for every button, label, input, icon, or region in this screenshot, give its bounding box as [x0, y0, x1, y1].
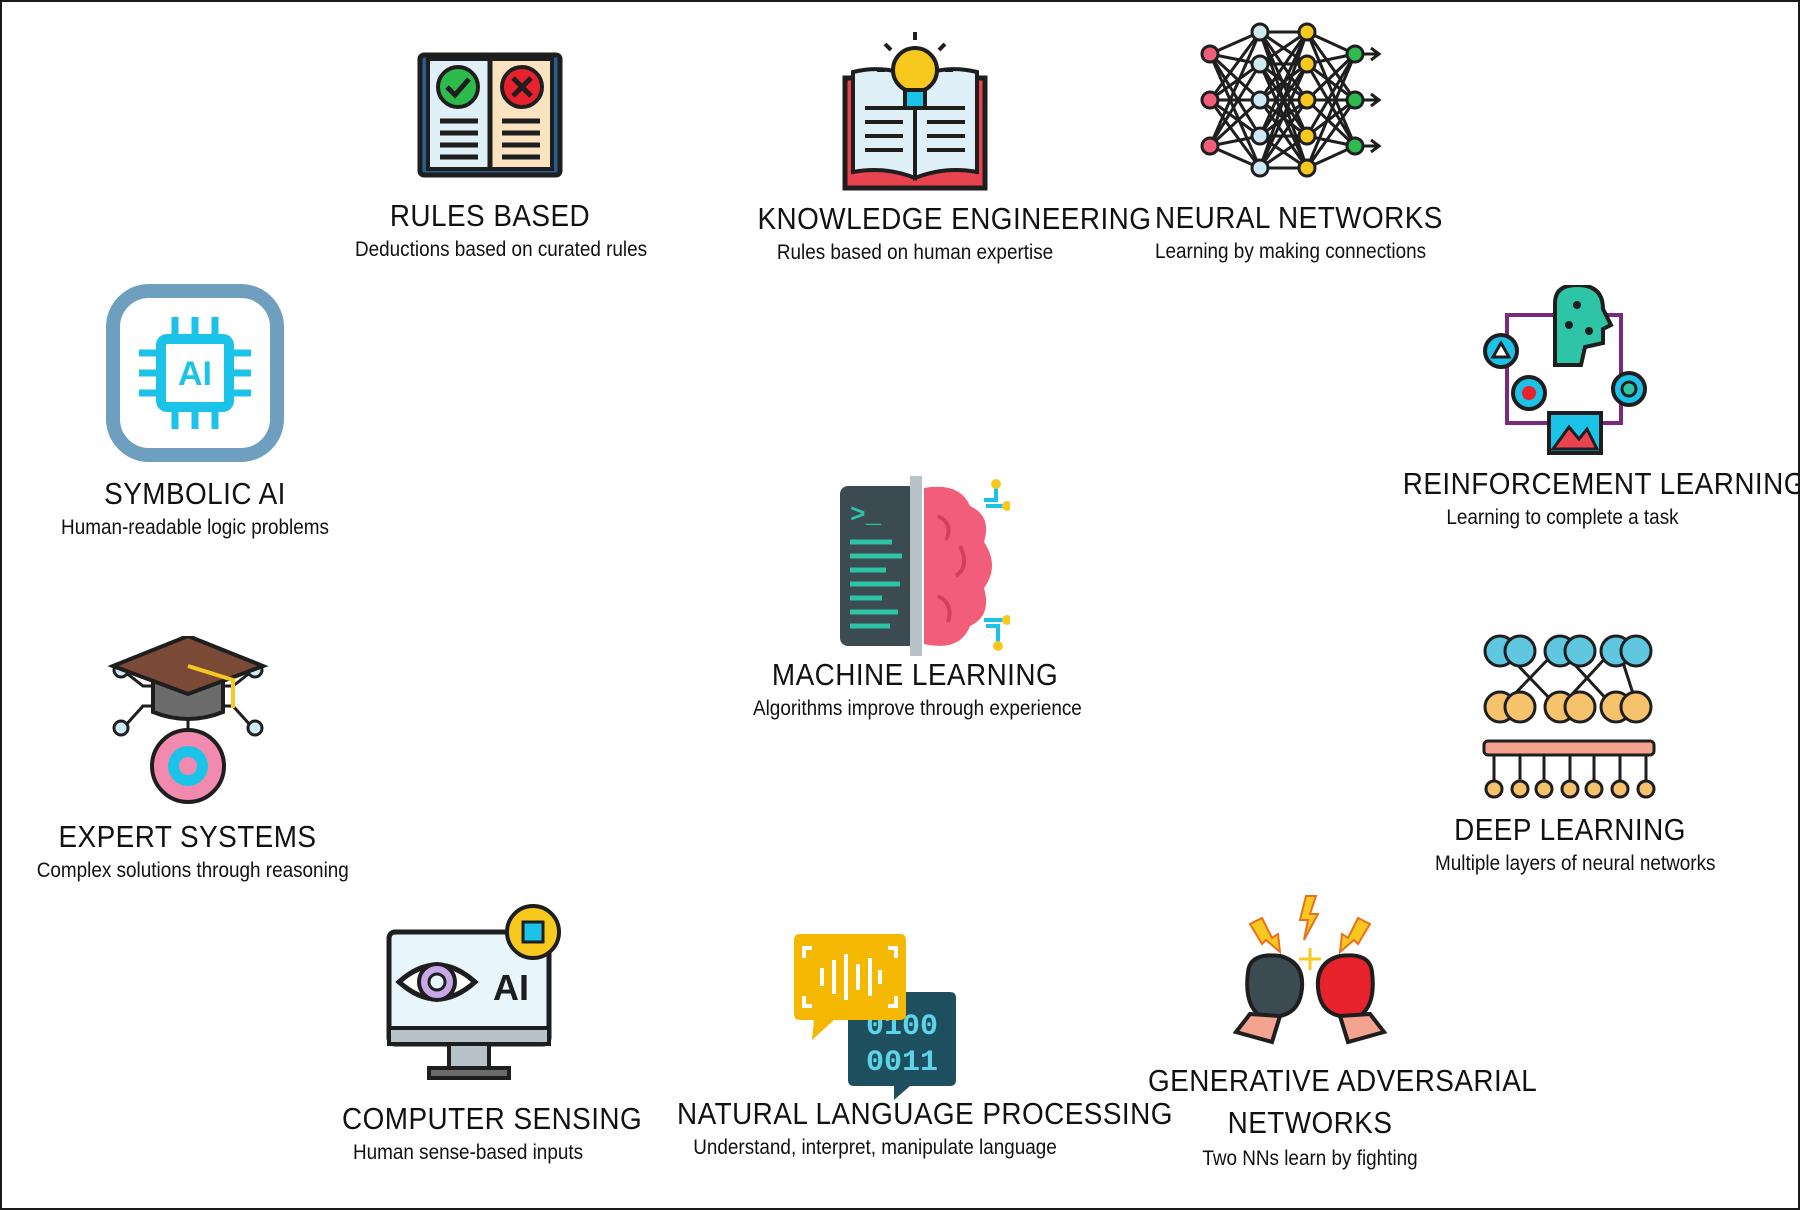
- nn-connection: [1305, 99, 1357, 169]
- nn-connection: [1209, 98, 1261, 138]
- node-title: NATURAL LANGUAGE PROCESSING: [677, 1096, 1173, 1131]
- nn-connection: [1258, 99, 1309, 169]
- nn-connection: [1306, 62, 1356, 102]
- node-title: SYMBOLIC AI: [104, 476, 286, 511]
- nn-node: [1345, 44, 1365, 64]
- node-title: RULES BASED: [389, 198, 591, 233]
- node-computer-sensing: AI COMPUTER SENSING Human sense-based in…: [328, 904, 643, 1168]
- node-description: Two NNs learn by fighting: [1202, 1147, 1418, 1170]
- head-cycle-icon: [1482, 285, 1647, 455]
- node-knowledge-engineering: KNOWLEDGE ENGINEERING Rules based on hum…: [740, 28, 1152, 268]
- nn-node: [1345, 136, 1365, 156]
- nn-connection: [1208, 53, 1262, 137]
- nn-connection: [1208, 53, 1262, 169]
- nn-node: [1200, 44, 1220, 64]
- node-description: Human sense-based inputs: [352, 1141, 584, 1164]
- nn-connection: [1306, 98, 1356, 138]
- node-expert-systems: EXPERT SYSTEMS Complex solutions through…: [20, 636, 355, 886]
- nn-node: [1200, 90, 1220, 110]
- nn-connection: [1258, 31, 1309, 137]
- nn-node: [1297, 158, 1317, 178]
- nn-connection: [1305, 98, 1357, 148]
- node-description: Understand, interpret, manipulate langua…: [693, 1136, 1057, 1159]
- neural-network-icon: [1200, 22, 1382, 178]
- nn-connection: [1208, 31, 1262, 147]
- nn-connection: [1305, 52, 1357, 102]
- nn-connection: [1208, 31, 1262, 101]
- nn-node: [1297, 54, 1317, 74]
- nn-connection: [1258, 31, 1309, 101]
- nn-node: [1297, 90, 1317, 110]
- nn-connection: [1258, 63, 1309, 169]
- terminal-prompt: >_: [850, 500, 882, 530]
- nn-node: [1250, 126, 1270, 146]
- nn-node: [1200, 136, 1220, 156]
- node-title: KNOWLEDGE ENGINEERING: [757, 201, 1152, 236]
- nn-connection: [1305, 31, 1357, 101]
- nn-connection: [1208, 63, 1262, 147]
- node-description: Algorithms improve through experience: [753, 697, 1082, 720]
- node-title: NEURAL NETWORKS: [1155, 200, 1443, 235]
- code-brain-icon: >_: [840, 476, 1010, 656]
- nn-connection: [1305, 53, 1357, 137]
- monitor-eye-ai-icon: AI: [386, 904, 561, 1080]
- node-title: COMPUTER SENSING: [342, 1101, 643, 1136]
- node-title-line-2: NETWORKS: [1227, 1105, 1393, 1140]
- node-title: DEEP LEARNING: [1454, 812, 1686, 847]
- node-reinforcement-learning: REINFORCEMENT LEARNING Learning to compl…: [1385, 285, 1800, 533]
- node-deep-learning: DEEP LEARNING Multiple layers of neural …: [1420, 633, 1720, 879]
- node-description: Learning by making connections: [1155, 240, 1427, 263]
- nn-connection: [1208, 52, 1262, 102]
- boxing-gloves-icon: [1232, 895, 1388, 1045]
- nn-node: [1297, 22, 1317, 42]
- node-description: Rules based on human expertise: [776, 241, 1054, 264]
- nn-node: [1250, 158, 1270, 178]
- open-book-check-cross-icon: [417, 52, 563, 178]
- graduation-cap-gear-icon: [106, 636, 269, 804]
- nn-connection: [1305, 53, 1357, 169]
- ai-chip-icon: AI: [106, 284, 284, 462]
- nn-node: [1345, 90, 1365, 110]
- nn-node: [1297, 126, 1317, 146]
- node-description: Complex solutions through reasoning: [36, 859, 349, 882]
- nn-node: [1250, 54, 1270, 74]
- node-description: Human-readable logic problems: [61, 516, 329, 539]
- node-title: EXPERT SYSTEMS: [58, 819, 317, 854]
- nn-connection: [1305, 31, 1357, 147]
- nn-connection: [1208, 98, 1262, 148]
- book-lightbulb-icon: [842, 32, 988, 191]
- node-description: Multiple layers of neural networks: [1435, 852, 1716, 875]
- nn-connection: [1305, 63, 1357, 147]
- node-generative-adversarial-networks: GENERATIVE ADVERSARIAL NETWORKS Two NNs …: [1130, 892, 1538, 1174]
- node-title: REINFORCEMENT LEARNING: [1402, 466, 1800, 501]
- node-rules-based: RULES BASED Deductions based on curated …: [340, 45, 648, 265]
- node-natural-language-processing: 0100 0011 NATURAL LANGUAGE PROCESSING Un…: [655, 928, 1173, 1163]
- nn-connection: [1209, 62, 1261, 102]
- node-title-line-1: GENERATIVE ADVERSARIAL: [1148, 1063, 1538, 1098]
- node-machine-learning: >_ MACHINE LEARNING Algorithms improve t…: [735, 476, 1095, 724]
- layered-network-icon: [1482, 634, 1656, 799]
- node-symbolic-ai: AI SYMBOLIC AI Human-readable logic prob…: [40, 283, 350, 543]
- nn-node: [1250, 90, 1270, 110]
- nn-connection: [1258, 31, 1309, 169]
- node-neural-networks: NEURAL NETWORKS Learning by making conne…: [1140, 14, 1443, 267]
- nn-connection: [1208, 99, 1262, 169]
- monitor-ai-label: AI: [493, 967, 529, 1008]
- node-title: MACHINE LEARNING: [771, 657, 1059, 692]
- nn-node: [1250, 22, 1270, 42]
- speech-bubbles-binary-icon: 0100 0011: [794, 934, 956, 1100]
- binary-line-2: 0011: [866, 1046, 938, 1080]
- node-description: Deductions based on curated rules: [355, 238, 648, 261]
- node-description: Learning to complete a task: [1446, 506, 1679, 529]
- chip-label: AI: [178, 355, 212, 393]
